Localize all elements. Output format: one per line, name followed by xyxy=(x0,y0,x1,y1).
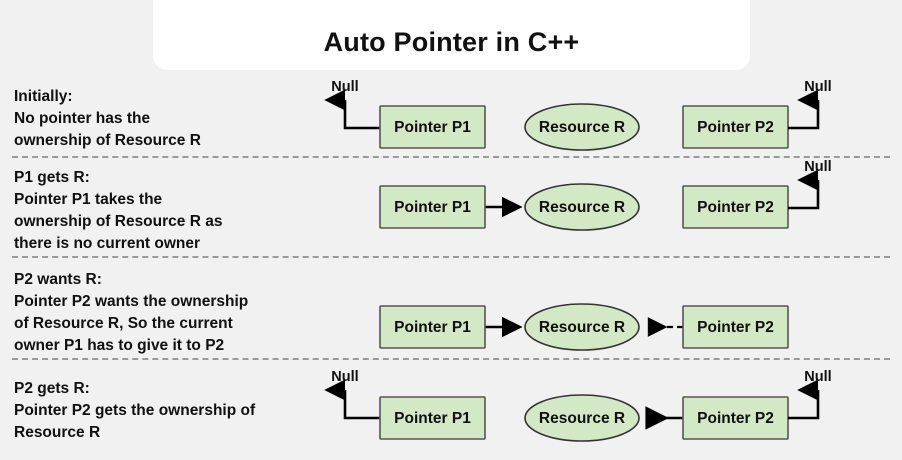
node-resource-r: Resource R xyxy=(524,394,640,442)
diagram-row-p2-gets-r: P2 gets R: Pointer P2 gets the ownership… xyxy=(0,364,902,460)
row-divider-1 xyxy=(12,156,890,158)
row-divider-3 xyxy=(12,358,890,360)
pointer-p1-label: Pointer P1 xyxy=(394,410,471,427)
p1-null-label: Null xyxy=(331,369,358,385)
diagram-row-initially: Initially: No pointer has the ownership … xyxy=(0,78,902,156)
pointer-p1-label: Pointer P1 xyxy=(394,319,471,336)
node-pointer-p2: Pointer P2 xyxy=(682,185,789,229)
row-diagram-p2-gets-r: Null Pointer P1 Resource R Pointer P2 xyxy=(320,364,902,460)
node-pointer-p1: Pointer P1 xyxy=(379,305,486,349)
p2-null-label: Null xyxy=(804,160,831,175)
pointer-p2-label: Pointer P2 xyxy=(697,410,774,427)
p1-null-label: Null xyxy=(331,79,358,95)
p2-null-arrow: Null xyxy=(788,369,832,420)
pointer-p1-label: Pointer P1 xyxy=(394,199,471,216)
resource-r-label: Resource R xyxy=(539,319,625,336)
node-pointer-p1: Pointer P1 xyxy=(379,396,486,440)
row-diagram-initially: Null Pointer P1 Resource R Pointer P2 Nu… xyxy=(320,78,902,156)
diagram-row-p2-wants-r: P2 wants R: Pointer P2 wants the ownersh… xyxy=(0,262,902,358)
node-pointer-p2: Pointer P2 xyxy=(682,105,789,149)
p1-null-arrow: Null xyxy=(324,79,380,130)
node-pointer-p1: Pointer P1 xyxy=(379,185,486,229)
title-card: Auto Pointer in C++ xyxy=(153,0,750,70)
pointer-p2-label: Pointer P2 xyxy=(697,119,774,136)
row-diagram-p2-wants-r: Pointer P1 Resource R Pointer P2 xyxy=(320,262,902,358)
node-pointer-p1: Pointer P1 xyxy=(379,105,486,149)
pointer-p2-label: Pointer P2 xyxy=(697,319,774,336)
row-diagram-p1-gets-r: Pointer P1 Resource R Pointer P2 Null xyxy=(320,160,902,255)
node-resource-r: Resource R xyxy=(524,303,640,351)
pointer-p1-label: Pointer P1 xyxy=(394,119,471,136)
row-caption-initially: Initially: No pointer has the ownership … xyxy=(14,88,201,149)
row-caption-p1-gets-r: P1 gets R: Pointer P1 takes the ownershi… xyxy=(14,169,223,252)
p2-null-arrow: Null xyxy=(788,79,832,130)
row-caption-p2-gets-r: P2 gets R: Pointer P2 gets the ownership… xyxy=(14,380,256,441)
node-pointer-p2: Pointer P2 xyxy=(682,305,789,349)
p2-null-label: Null xyxy=(804,369,831,385)
node-resource-r: Resource R xyxy=(524,103,640,151)
resource-r-label: Resource R xyxy=(539,410,625,427)
node-pointer-p2: Pointer P2 xyxy=(682,396,789,440)
page-title: Auto Pointer in C++ xyxy=(323,27,580,57)
resource-r-label: Resource R xyxy=(539,199,625,216)
row-caption-p2-wants-r: P2 wants R: Pointer P2 wants the ownersh… xyxy=(14,271,249,354)
row-divider-2 xyxy=(12,256,890,258)
p1-null-arrow: Null xyxy=(324,369,380,420)
diagram-row-p1-gets-r: P1 gets R: Pointer P1 takes the ownershi… xyxy=(0,160,902,255)
p2-null-arrow: Null xyxy=(788,160,832,210)
pointer-p2-label: Pointer P2 xyxy=(697,199,774,216)
node-resource-r: Resource R xyxy=(524,183,640,231)
resource-r-label: Resource R xyxy=(539,119,625,136)
p2-null-label: Null xyxy=(804,79,831,95)
